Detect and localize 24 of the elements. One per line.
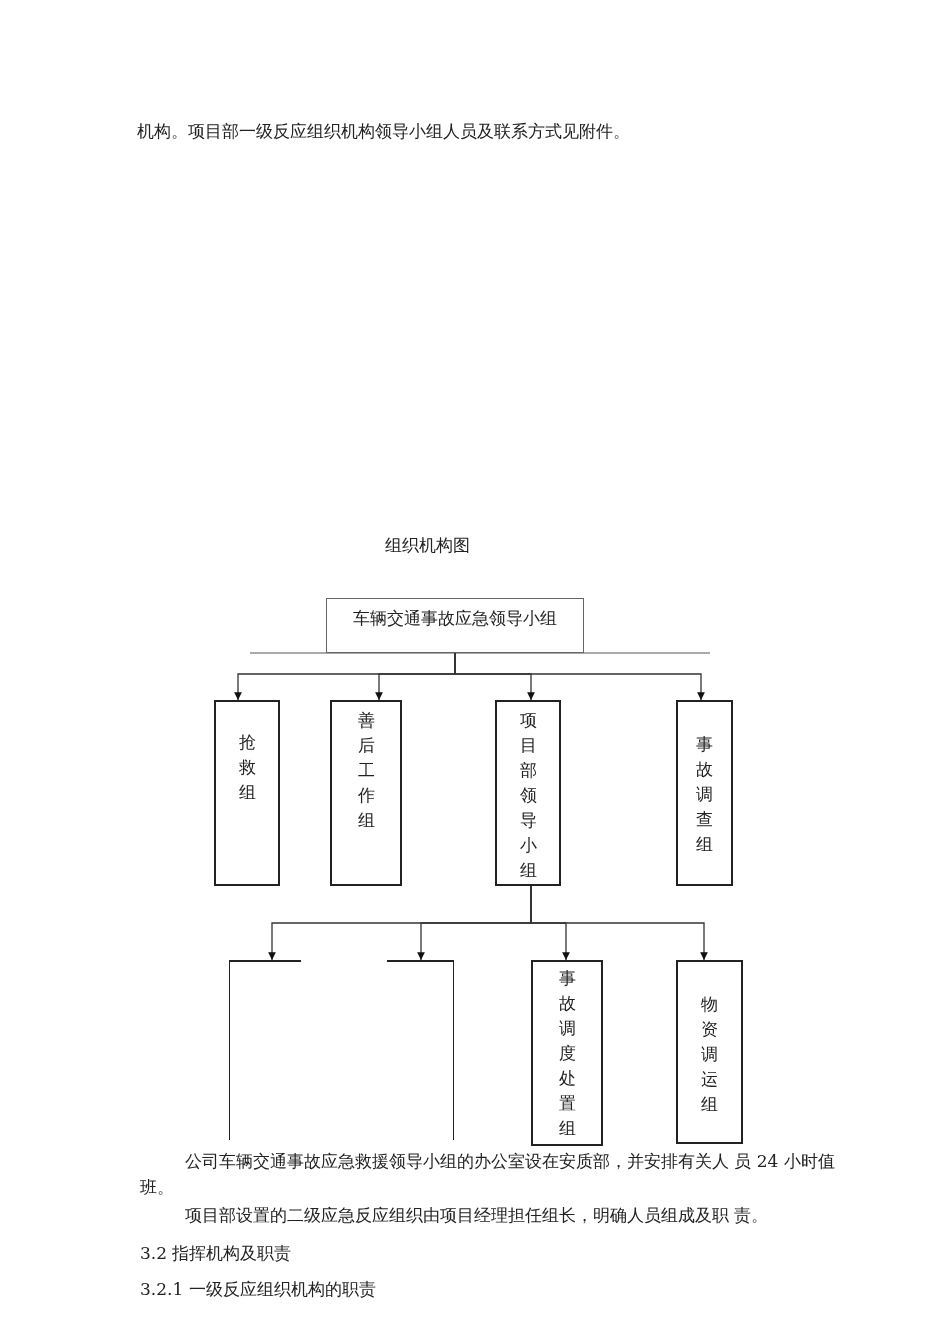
box-label: 项目部领导小组	[519, 709, 537, 882]
group-box	[676, 960, 743, 1144]
open-box	[387, 960, 454, 1140]
box-label: 事故调查组	[695, 733, 714, 856]
section-heading: 3.2 指挥机构及职责	[140, 1242, 293, 1265]
section-heading: 3.2.1 一级反应组织机构的职责	[140, 1278, 377, 1301]
group-box	[330, 700, 402, 886]
connector-arrow	[530, 885, 708, 961]
paragraph: 机构。项目部一级反应组织机构领导小组人员及联系方式见附件。	[137, 120, 631, 143]
group-box	[214, 700, 280, 886]
paragraph: 公司车辆交通事故应急救援领导小组的办公室设在安质部，并安排有关人 员 24 小时值班。	[140, 1150, 836, 1199]
box-label: 物资调运组	[700, 993, 719, 1116]
box-label: 善后工作组	[357, 709, 375, 832]
group-box	[495, 700, 561, 886]
connector-arrow	[454, 652, 705, 701]
box-label: 抢救组	[238, 731, 256, 804]
paragraph: 项目部设置的二级应急反应组织由项目经理担任组长，明确人员组成及职 责。	[184, 1204, 770, 1227]
group-box	[326, 598, 584, 653]
diagram-title: 组织机构图	[385, 534, 471, 557]
box-label: 车辆交通事故应急领导小组	[353, 607, 557, 630]
group-box	[531, 960, 603, 1146]
group-box	[676, 700, 733, 886]
box-label: 事故调度处置组	[558, 967, 576, 1140]
open-box	[229, 960, 301, 1140]
